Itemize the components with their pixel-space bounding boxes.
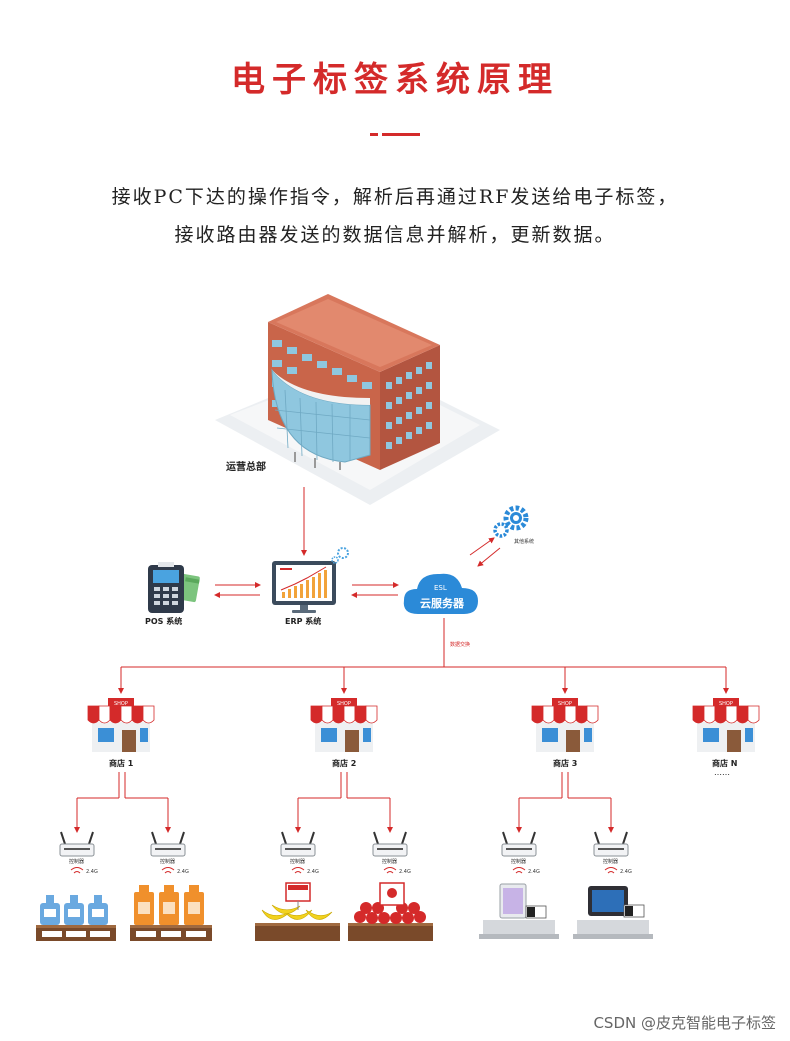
router-3-label: 控制器	[290, 859, 306, 865]
shop-2-sign: SHOP	[337, 701, 351, 707]
shelf-blue-bottles	[36, 895, 116, 941]
router-5-freq: 2.4G	[528, 869, 540, 875]
router-2-icon	[150, 831, 186, 874]
shelf-orange-bottles	[130, 885, 212, 941]
shop-icons	[87, 698, 760, 752]
server-label: 云服务器	[420, 597, 464, 610]
shop-2-label: 商店 2	[332, 759, 357, 768]
shop-1-label: 商店 1	[109, 759, 134, 768]
shelf-apples	[348, 882, 433, 941]
title-divider-short	[370, 133, 378, 136]
router-6-freq: 2.4G	[620, 869, 632, 875]
shop-n-label: 商店 N	[712, 759, 738, 768]
shop-n-ellipsis: ……	[714, 768, 730, 777]
shelf-tablet-dark	[573, 886, 653, 939]
connection-lines	[74, 487, 729, 833]
shop-3-icon	[531, 698, 599, 752]
router-4-icon	[372, 831, 408, 874]
shop-1-icon	[87, 698, 155, 752]
router-1-freq: 2.4G	[86, 869, 98, 875]
pos-terminal-icon	[148, 562, 200, 613]
router-1-icon	[59, 831, 95, 874]
router-3-freq: 2.4G	[307, 869, 319, 875]
erp-monitor-icon	[272, 547, 349, 613]
data-exchange-label: 数据交换	[450, 642, 471, 648]
router-5-label: 控制器	[511, 859, 527, 865]
page-title: 电子标签系统原理	[231, 60, 559, 100]
shop-1-sign: SHOP	[114, 701, 128, 707]
router-6-icon	[593, 831, 629, 874]
cloud-server-icon	[403, 573, 478, 614]
shop-3-sign: SHOP	[558, 701, 572, 707]
router-5-icon	[501, 831, 537, 874]
router-3-icon	[280, 831, 316, 874]
shelf-bananas	[255, 882, 340, 941]
shop-n-sign: SHOP	[719, 701, 733, 707]
gear-icon	[493, 505, 529, 538]
router-2-label: 控制器	[160, 859, 176, 865]
pos-label: POS 系统	[145, 617, 183, 626]
router-2-freq: 2.4G	[177, 869, 189, 875]
router-4-label: 控制器	[382, 859, 398, 865]
description-line-1: 接收PC下达的操作指令，解析后再通过RF发送给电子标签，	[111, 186, 679, 208]
shop-4-icon	[692, 698, 760, 752]
shop-2-icon	[310, 698, 378, 752]
hq-label: 运营总部	[226, 462, 266, 473]
router-1-label: 控制器	[69, 859, 85, 865]
watermark: CSDN @皮克智能电子标签	[593, 1014, 776, 1032]
hq-building-icon	[215, 294, 500, 505]
router-6-label: 控制器	[603, 859, 619, 865]
title-divider-long	[382, 133, 420, 136]
description-line-2: 接收路由器发送的数据信息并解析，更新数据。	[174, 224, 616, 246]
router-4-freq: 2.4G	[399, 869, 411, 875]
server-top-label: ESL	[434, 584, 447, 592]
shop-3-label: 商店 3	[553, 759, 578, 768]
router-icons	[59, 831, 629, 874]
shelf-tablet-white	[479, 883, 559, 939]
erp-label: ERP 系统	[285, 617, 322, 626]
other-systems-label: 其他系统	[514, 539, 535, 545]
